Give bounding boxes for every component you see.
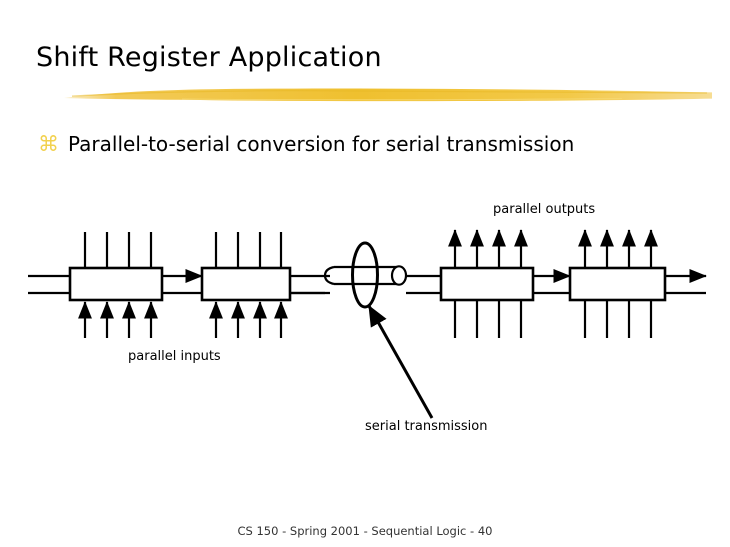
shift-register-block-2 <box>200 266 292 302</box>
shift-register-block-3 <box>439 266 535 302</box>
page-title: Shift Register Application <box>36 42 382 73</box>
bullet-clover-icon: ⌘ <box>38 132 59 156</box>
shift-register-block-4 <box>568 266 667 302</box>
slide-footer: CS 150 - Spring 2001 - Sequential Logic … <box>237 524 493 538</box>
label-parallel-outputs: parallel outputs <box>493 202 596 217</box>
diagram-svg <box>28 229 707 419</box>
parallel-to-serial-shift-register-diagram: parallel outputs parallel inputs serial … <box>0 180 730 450</box>
label-serial-transmission: serial transmission <box>365 419 488 434</box>
bullet-text: Parallel-to-serial conversion for serial… <box>68 132 575 156</box>
serial-cable-icon <box>290 241 441 309</box>
bullet-line: ⌘ Parallel-to-serial conversion for seri… <box>38 132 574 156</box>
title-underline-brushstroke <box>64 88 712 102</box>
shift-register-block-1 <box>68 266 164 302</box>
serial-transmission-pointer-arrow <box>367 304 434 419</box>
label-parallel-inputs: parallel inputs <box>128 349 221 364</box>
